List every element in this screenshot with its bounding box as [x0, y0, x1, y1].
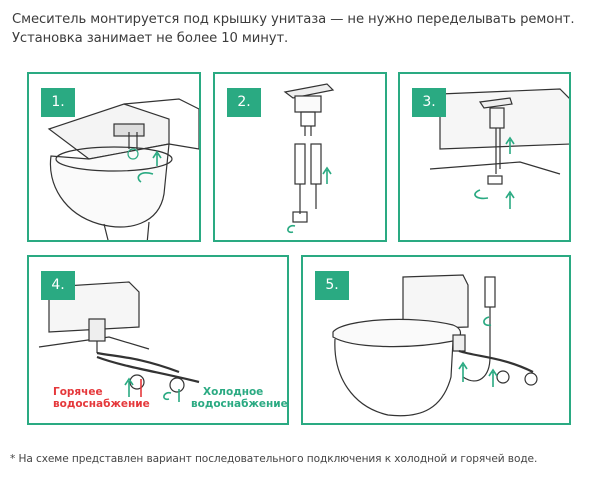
step-1-illustration — [47, 98, 199, 240]
step-5-badge: 5. — [315, 271, 349, 300]
step-5-illustration — [332, 274, 538, 417]
step-4-panel: 4. Горячее водоснабжение Холодное водосн… — [27, 255, 289, 425]
step-3-panel: 3. — [398, 72, 571, 242]
step-1-badge: 1. — [41, 88, 75, 117]
intro-line-1: Смеситель монтируется под крышку унитаза… — [12, 12, 575, 27]
intro-line-2: Установка занимает не более 10 минут. — [12, 31, 289, 46]
step-2-panel: 2. — [213, 72, 387, 242]
step-5-panel: 5. — [301, 255, 571, 425]
step-1-panel: 1. — [27, 72, 201, 242]
intro-text: Смеситель монтируется под крышку унитаза… — [12, 10, 592, 48]
step-2-illustration — [283, 83, 335, 234]
hot-water-label: Горячее водоснабжение — [53, 386, 150, 410]
cold-water-label: Холодное водоснабжение — [191, 386, 288, 410]
step-4-badge: 4. — [41, 271, 75, 300]
step-3-illustration — [429, 88, 569, 209]
footnote: * На схеме представлен вариант последова… — [10, 453, 538, 465]
step-2-badge: 2. — [227, 88, 261, 117]
step-3-badge: 3. — [412, 88, 446, 117]
